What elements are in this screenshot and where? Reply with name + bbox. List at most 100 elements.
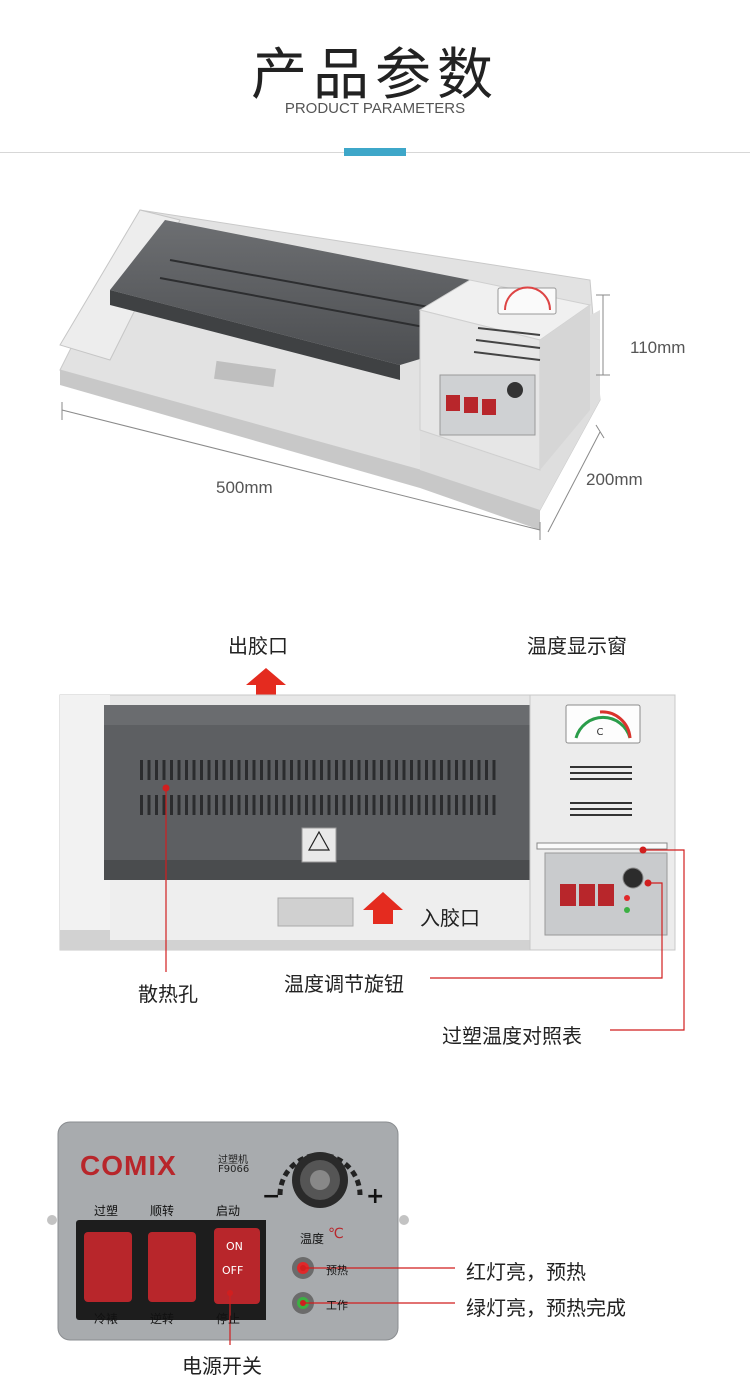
- vent-slot: [155, 760, 158, 780]
- vent-slot: [492, 795, 496, 815]
- vent-slot: [215, 795, 218, 815]
- vent-slot: [365, 760, 368, 780]
- vent-slot: [342, 760, 346, 780]
- panel-model: F9066: [218, 1164, 250, 1175]
- vent-slot: [230, 795, 233, 815]
- vent-slot: [485, 760, 488, 780]
- page-title: 产品参数: [251, 43, 499, 108]
- vent-slot: [162, 760, 166, 780]
- vent-slot: [380, 795, 383, 815]
- control-panel-closeup: [47, 1121, 455, 1345]
- vent-slot: [252, 795, 256, 815]
- vent-slot: [462, 760, 466, 780]
- vent-slot: [410, 795, 413, 815]
- switch3-off-label: OFF: [222, 1264, 244, 1277]
- vent-slot: [185, 760, 188, 780]
- label-temp-knob: 温度调节旋钮: [284, 972, 404, 996]
- vent-slot: [222, 760, 226, 780]
- vent-slot: [440, 760, 443, 780]
- vent-slot: [387, 795, 391, 815]
- vent-slot: [395, 795, 398, 815]
- vent-slot: [485, 795, 488, 815]
- switch1-bottom-label: 冷裱: [94, 1312, 119, 1326]
- vent-slot: [260, 795, 263, 815]
- callout-green-light: 绿灯亮，预热完成: [466, 1296, 626, 1320]
- vent-slot: [267, 795, 271, 815]
- dim-depth: 200mm: [586, 470, 643, 489]
- callout-lines: [165, 788, 685, 1031]
- vent-slot: [395, 760, 398, 780]
- inlet-arrow-icon: [363, 892, 403, 924]
- knob-label: 温度: [300, 1232, 325, 1246]
- vent-slot: [290, 795, 293, 815]
- knob-minus: −: [262, 1184, 281, 1209]
- laminator-3d-illustration: [59, 209, 610, 540]
- vent-slot: [192, 760, 196, 780]
- vent-slot: [170, 760, 173, 780]
- vent-slot: [402, 795, 406, 815]
- vent-slot: [342, 795, 346, 815]
- panel-model-name: 过塑机: [218, 1155, 248, 1166]
- vent-slot: [200, 795, 203, 815]
- vent-slot: [170, 795, 173, 815]
- vent-slot: [455, 795, 458, 815]
- page-subtitle: PRODUCT PARAMETERS: [284, 100, 466, 117]
- vent-slot: [417, 760, 421, 780]
- label-outlet: 出胶口: [228, 634, 288, 658]
- vent-slot: [417, 795, 421, 815]
- dim-width: 500mm: [216, 478, 273, 497]
- vent-slot: [237, 795, 241, 815]
- panel-brand-logo: COMIX: [80, 1150, 177, 1181]
- vent-slot: [275, 760, 278, 780]
- vent-slot: [492, 760, 496, 780]
- vent-slot: [387, 760, 391, 780]
- vent-slot: [252, 760, 256, 780]
- vent-slot: [335, 795, 338, 815]
- vent-slot: [147, 760, 151, 780]
- vent-slot: [402, 760, 406, 780]
- vent-slot: [477, 795, 481, 815]
- outlet-arrow-icon: [246, 668, 286, 696]
- label-inlet: 入胶口: [420, 906, 480, 930]
- header-accent-bar: [344, 148, 406, 156]
- vent-slot: [425, 760, 428, 780]
- vent-slot: [350, 795, 353, 815]
- callout-power-switch: 电源开关: [182, 1354, 262, 1378]
- vent-slot: [230, 760, 233, 780]
- dimension-lines: [61, 294, 610, 540]
- switch1-top-label: 过塑: [94, 1204, 119, 1218]
- vent-slot: [447, 795, 451, 815]
- cover-vents: [159, 259, 446, 331]
- vent-slot: [260, 760, 263, 780]
- vent-slot: [282, 760, 286, 780]
- switch3-top-label: 启动: [216, 1204, 241, 1218]
- vent-slot: [177, 795, 181, 815]
- vent-slot: [327, 760, 331, 780]
- vent-slot: [350, 760, 353, 780]
- vent-slot: [290, 760, 293, 780]
- vent-slot: [162, 795, 166, 815]
- vent-slot: [432, 795, 436, 815]
- led-preheat-label: 预热: [326, 1264, 348, 1277]
- vent-slot: [357, 795, 361, 815]
- vent-slot: [432, 760, 436, 780]
- vent-slot: [140, 760, 143, 780]
- vent-slot: [335, 760, 338, 780]
- vent-slot: [215, 760, 218, 780]
- vent-slot: [320, 795, 323, 815]
- vent-slot: [297, 760, 301, 780]
- svg-text:C: C: [597, 727, 604, 738]
- vent-slot: [320, 760, 323, 780]
- callout-red-light: 红灯亮，预热: [466, 1260, 586, 1284]
- vent-slot: [455, 760, 458, 780]
- label-temp-window: 温度显示窗: [527, 634, 627, 658]
- label-vents: 散热孔: [138, 982, 198, 1006]
- knob-unit: ℃: [328, 1226, 344, 1242]
- switch2-top-label: 顺转: [150, 1204, 175, 1218]
- vent-slot: [365, 795, 368, 815]
- vent-slot: [470, 760, 473, 780]
- vent-slot: [312, 760, 316, 780]
- heat-vents: [140, 760, 496, 815]
- vent-slot: [470, 795, 473, 815]
- laminator-front-illustration: C: [59, 668, 685, 1031]
